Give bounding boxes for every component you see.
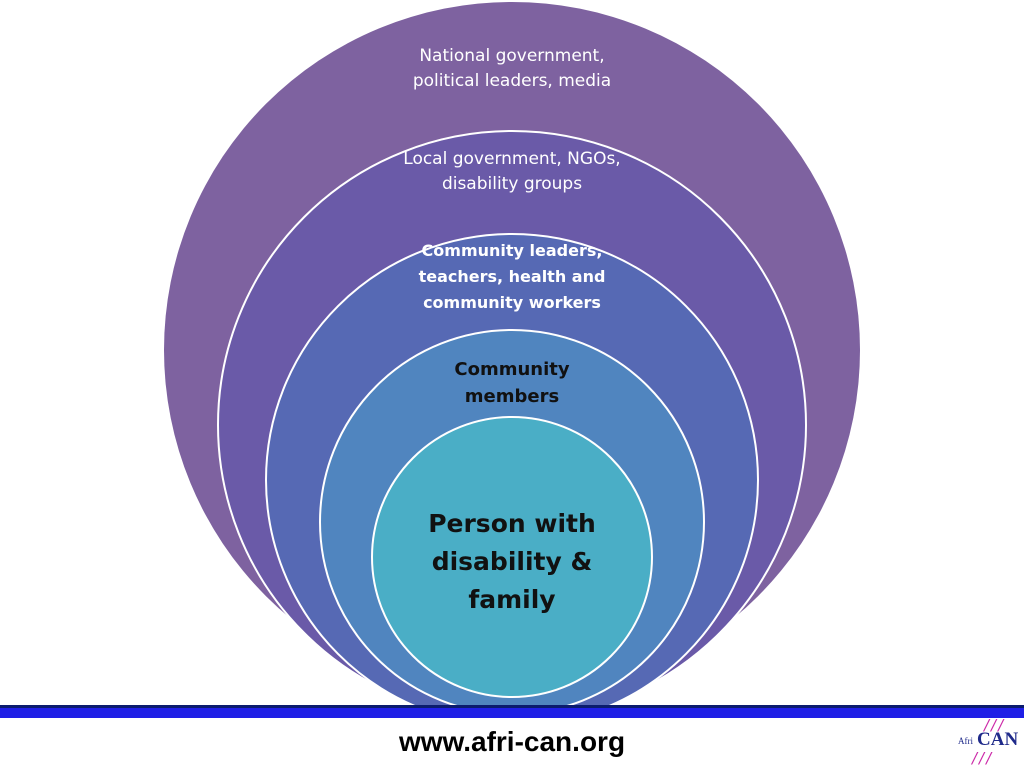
ring-label-community-members: Community members	[454, 359, 570, 407]
ring-label-community-leaders: Community leaders, teachers, health and …	[418, 241, 606, 312]
logo-slashes-bottom: ///	[972, 749, 994, 767]
logo-can-text: CAN	[977, 729, 1019, 750]
ring-person-family	[371, 416, 653, 698]
footer-divider-dark	[0, 705, 1024, 708]
ring-label-national: National government, political leaders, …	[412, 46, 612, 91]
ring-label-person-family: Person with disability & family	[428, 509, 596, 614]
footer-divider-blue	[0, 708, 1024, 718]
nested-circles-diagram	[164, 2, 860, 705]
logo-slashes-top: ///	[984, 716, 1006, 734]
logo-afri-text: Afri	[958, 736, 973, 746]
ring-label-local: Local government, NGOs, disability group…	[403, 149, 621, 194]
african-logo: /// Afri CAN ///	[950, 716, 1020, 767]
footer-url-link[interactable]: www.afri-can.org	[398, 726, 626, 757]
